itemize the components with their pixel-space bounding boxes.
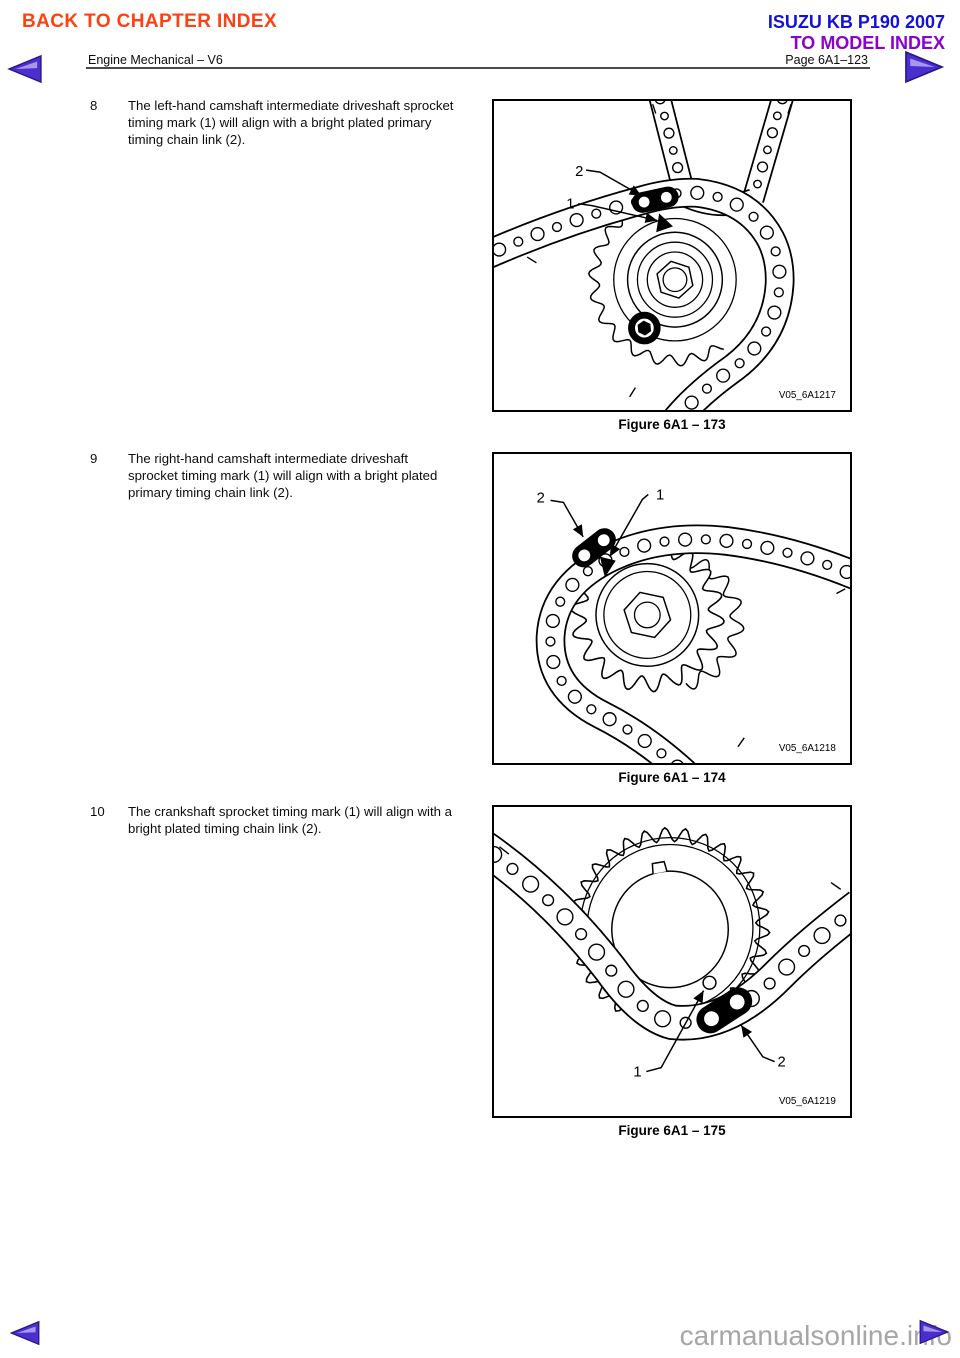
- prev-page-arrow-icon[interactable]: [6, 54, 44, 84]
- page-number: Page 6A1–123: [785, 53, 868, 67]
- step-number: 9: [90, 451, 98, 466]
- step-text: The right-hand camshaft intermediate dri…: [128, 451, 438, 500]
- figure-caption: Figure 6A1 – 175: [618, 1123, 726, 1138]
- watermark: carmanualsonline.info: [679, 1320, 952, 1351]
- brand-title: ISUZU KB P190 2007: [767, 12, 945, 32]
- step-text: The crankshaft sprocket timing mark (1) …: [128, 804, 452, 836]
- step-item-10: 10 The crankshaft sprocket timing mark (…: [90, 803, 460, 837]
- callout-2-label: 2: [777, 1055, 785, 1071]
- section-title: Engine Mechanical – V6: [88, 53, 223, 67]
- figure-drawing-crankshaft: 1 2 V05_6A1219: [494, 826, 850, 1107]
- step-number: 8: [90, 98, 98, 113]
- step-number: 10: [90, 804, 105, 819]
- callout-1-label: 1: [656, 487, 664, 503]
- figure-caption: Figure 6A1 – 173: [618, 417, 726, 432]
- prev-page-arrow-icon[interactable]: [7, 1320, 43, 1346]
- figure-drawing-camshaft-left: 2 1 V05_6A1217: [494, 101, 836, 410]
- figure-drawing-camshaft-right: 2 1 V05_6A1218: [535, 487, 850, 763]
- figure-image-ref: V05_6A1218: [779, 743, 837, 754]
- step-item-8: 8 The left-hand camshaft intermediate dr…: [90, 97, 460, 148]
- callout-1-label: 1: [566, 197, 574, 213]
- next-page-arrow-icon[interactable]: [914, 1319, 954, 1345]
- figure-6A1-175: 1 2 V05_6A1219: [492, 805, 852, 1118]
- step-item-9: 9 The right-hand camshaft intermediate d…: [90, 450, 460, 501]
- figure-image-ref: V05_6A1219: [779, 1096, 837, 1107]
- figure-caption: Figure 6A1 – 174: [618, 770, 726, 785]
- callout-2-label: 2: [575, 164, 583, 180]
- step-text: The left-hand camshaft intermediate driv…: [128, 98, 454, 147]
- figure-6A1-173: 2 1 V05_6A1217: [492, 99, 852, 412]
- back-to-chapter-link[interactable]: BACK TO CHAPTER INDEX: [22, 11, 278, 32]
- figure-6A1-174: 2 1 V05_6A1218: [492, 452, 852, 765]
- figure-image-ref: V05_6A1217: [779, 390, 836, 401]
- callout-2-label: 2: [537, 490, 545, 506]
- callout-1-label: 1: [633, 1065, 641, 1081]
- header-rule: [86, 67, 870, 69]
- next-page-arrow-icon[interactable]: [902, 50, 946, 84]
- to-model-index-link[interactable]: TO MODEL INDEX: [790, 33, 945, 53]
